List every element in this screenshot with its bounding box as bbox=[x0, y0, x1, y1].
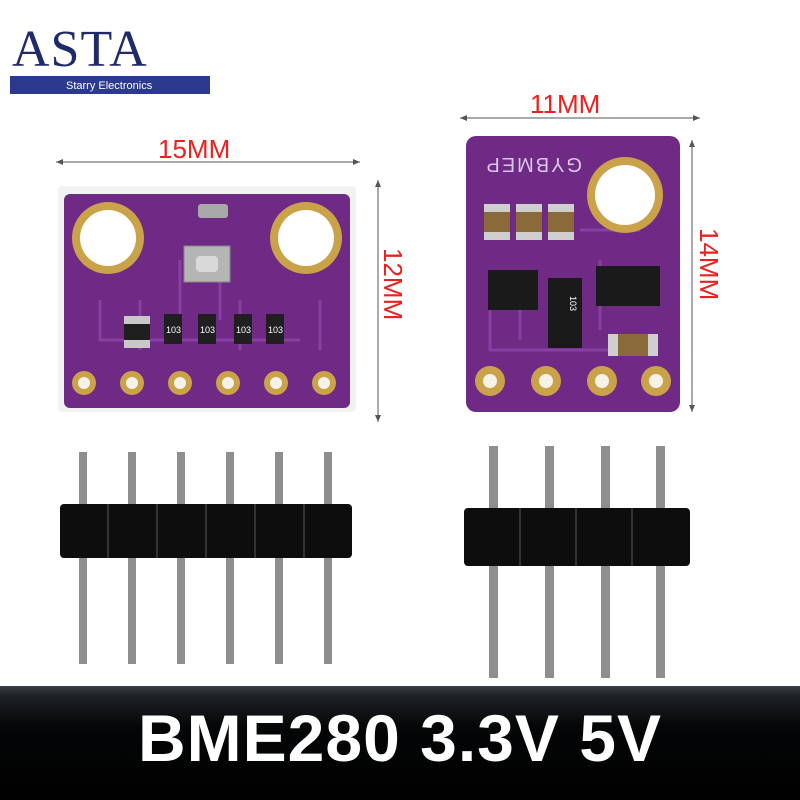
right-width-label: 11MM bbox=[530, 89, 600, 119]
capacitor-row bbox=[484, 204, 574, 240]
logo-text: ASTA bbox=[12, 21, 148, 78]
capacitor-small bbox=[608, 334, 658, 356]
right-height-label: 14MM bbox=[694, 228, 724, 300]
board-silkscreen: GYBMEP bbox=[484, 153, 582, 175]
resistor-mark-3: 103 bbox=[236, 325, 251, 335]
resistor-left-3: 103 bbox=[198, 314, 216, 344]
resistor-array: 103 bbox=[548, 278, 582, 348]
dimension-left-width: 15MM bbox=[56, 134, 360, 165]
dimension-right-width: 11MM bbox=[460, 89, 700, 121]
mosfet-chip bbox=[596, 266, 660, 306]
brand-logo: ASTA Starry Electronics bbox=[10, 21, 210, 94]
right-board-pads bbox=[475, 366, 671, 396]
mounting-hole-right-board bbox=[587, 157, 663, 233]
logo-bar bbox=[10, 76, 210, 94]
mounting-hole-left bbox=[72, 202, 144, 274]
resistor-array-mark: 103 bbox=[568, 296, 578, 311]
pin-header-6 bbox=[60, 452, 352, 664]
dimension-right-height: 14MM bbox=[689, 140, 724, 412]
logo-tagline: Starry Electronics bbox=[66, 80, 153, 92]
mounting-hole-right bbox=[270, 202, 342, 274]
resistor-mark-2: 103 bbox=[200, 325, 215, 335]
capacitor bbox=[198, 204, 228, 218]
resistor-mark-1: 103 bbox=[166, 325, 181, 335]
product-title: BME280 3.3V 5V bbox=[138, 701, 662, 775]
left-board-pads bbox=[72, 371, 336, 395]
pin-header-4 bbox=[464, 446, 690, 678]
dimension-left-height: 12MM bbox=[375, 180, 408, 422]
regulator-chip bbox=[488, 270, 538, 310]
left-height-label: 12MM bbox=[378, 248, 408, 320]
left-width-label: 15MM bbox=[158, 134, 230, 164]
resistor-left-4: 103 bbox=[234, 314, 252, 344]
resistor-left-5: 103 bbox=[266, 314, 284, 344]
bme280-sensor-chip bbox=[183, 245, 231, 283]
resistor-left-2: 103 bbox=[164, 314, 182, 344]
resistor-left-1 bbox=[124, 316, 150, 348]
resistor-mark-4: 103 bbox=[268, 325, 283, 335]
left-sensor-board: 103 103 103 103 bbox=[58, 186, 356, 412]
title-banner bbox=[0, 686, 800, 800]
right-sensor-board: GYBMEP 103 bbox=[466, 136, 680, 412]
